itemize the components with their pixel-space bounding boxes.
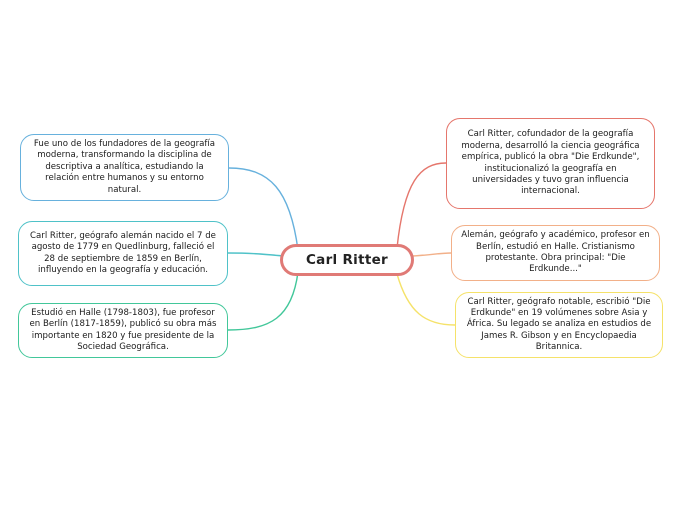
topic-node-right-2[interactable]: Alemán, geógrafo y académico, profesor e… xyxy=(451,225,660,281)
topic-node-text: Estudió en Halle (1798-1803), fue profes… xyxy=(29,307,217,352)
connector-right-3 xyxy=(396,273,456,326)
topic-node-text: Fue uno de los fundadores de la geografí… xyxy=(33,139,216,195)
topic-node-left-2[interactable]: Carl Ritter, geógrafo alemán nacido el 7… xyxy=(18,221,228,286)
topic-node-text: Alemán, geógrafo y académico, profesor e… xyxy=(461,230,650,275)
central-topic[interactable]: Carl Ritter xyxy=(280,244,414,276)
topic-node-left-1[interactable]: Fue uno de los fundadores de la geografí… xyxy=(20,134,229,201)
topic-node-text: Carl Ritter, geógrafo notable, escribió … xyxy=(466,296,652,353)
topic-node-left-3[interactable]: Estudió en Halle (1798-1803), fue profes… xyxy=(18,303,228,358)
connector-right-2 xyxy=(411,252,452,257)
connector-left-3 xyxy=(227,271,299,331)
topic-node-text: Carl Ritter, cofundador de la geografía … xyxy=(461,129,640,197)
connector-left-2 xyxy=(227,252,285,257)
connector-right-1 xyxy=(396,162,447,249)
central-topic-label: Carl Ritter xyxy=(305,252,389,268)
topic-node-right-3[interactable]: Carl Ritter, geógrafo notable, escribió … xyxy=(455,292,663,358)
connector-left-1 xyxy=(228,167,299,251)
topic-node-right-1[interactable]: Carl Ritter, cofundador de la geografía … xyxy=(446,118,655,209)
topic-node-text: Carl Ritter, geógrafo alemán nacido el 7… xyxy=(30,230,216,275)
